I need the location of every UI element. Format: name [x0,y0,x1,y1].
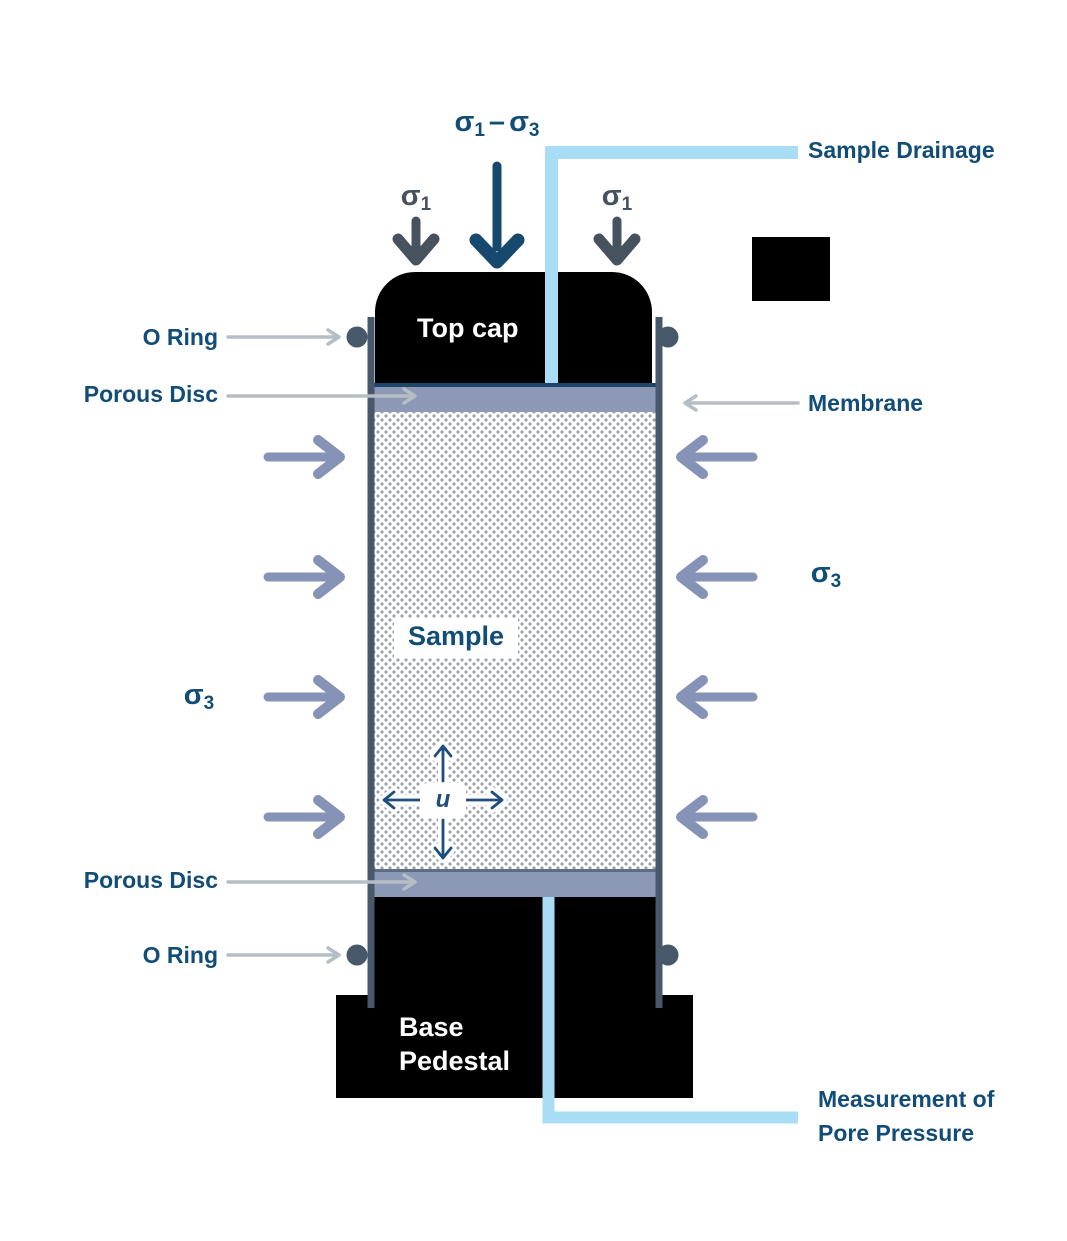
u-arrow-down-icon [433,818,453,860]
o-ring-top-leader [226,328,341,346]
sigma3-arrow-left-2 [263,555,345,599]
porous-disc-bottom-leader [226,873,417,891]
base-pedestal-flange [336,995,693,1098]
pore-pressure-measurement-label: Measurement of Pore Pressure [818,1082,994,1150]
membrane-leader [683,394,800,412]
black-box [752,237,830,301]
base-pedestal-column [374,897,657,995]
measurement-line-1: Measurement of [818,1086,995,1112]
porous-disc-top-leader [226,387,417,405]
porous-disc-top-bar [374,383,657,412]
porous-disc-bottom-bar [370,869,661,897]
pore-pressure-u-label: u [420,783,466,818]
sigma3-arrow-right-2 [676,555,758,599]
sigma3-arrow-right-1 [676,435,758,479]
sigma3-arrow-left-1 [263,435,345,479]
sigma-symbol: σ [454,106,475,138]
sample-drainage-tube-icon [545,146,798,383]
sigma3-arrows-right [676,435,758,839]
sigma1-arrow-right-icon [593,216,641,266]
sigma3-arrow-right-3 [676,675,758,719]
base-pedestal-label: Base Pedestal [399,1010,510,1078]
sigma1-label-right: σ1 [601,180,633,215]
sigma3-label-left: σ3 [183,679,215,714]
sigma1-arrow-left-icon [392,216,440,266]
sigma3-arrow-left-3 [263,675,345,719]
pore-pressure-u-arrows [379,741,507,863]
base-pedestal-line-2: Pedestal [399,1046,511,1076]
deviator-stress-arrow-icon [469,161,525,269]
base-pedestal-line-1: Base [399,1012,464,1042]
sigma3-label-right: σ3 [810,557,842,592]
u-arrow-right-icon [460,790,504,810]
sigma3-arrow-right-4 [676,795,758,839]
o-ring-dot-top-left [346,326,368,348]
porous-disc-label-top: Porous Disc [83,381,218,407]
sample-label: Sample [394,618,519,658]
leader-arrows [226,328,800,964]
porous-disc-label-bottom: Porous Disc [83,867,218,893]
sample-drainage-label: Sample Drainage [808,137,995,163]
o-ring-bottom-leader [226,946,341,964]
membrane-label: Membrane [808,390,924,416]
deviator-stress-label: σ1–σ3 [454,106,540,141]
sigma3-arrow-left-4 [263,795,345,839]
u-arrow-up-icon [433,744,453,783]
o-ring-label-top: O Ring [142,324,218,350]
pore-pressure-tube-icon [542,897,798,1124]
sigma-symbol: σ [509,106,529,138]
o-ring-dot-bottom-left [346,944,368,966]
sigma1-label-left: σ1 [400,180,432,215]
measurement-line-2: Pore Pressure [818,1120,974,1146]
o-ring-dot-bottom-right [657,944,679,966]
o-ring-dot-top-right [657,326,679,348]
sigma3-arrows-left [263,435,345,839]
o-ring-label-bottom: O Ring [142,942,218,968]
u-arrow-left-icon [382,790,426,810]
top-cap-label: Top cap [417,313,519,343]
top-cap-block [375,272,652,383]
